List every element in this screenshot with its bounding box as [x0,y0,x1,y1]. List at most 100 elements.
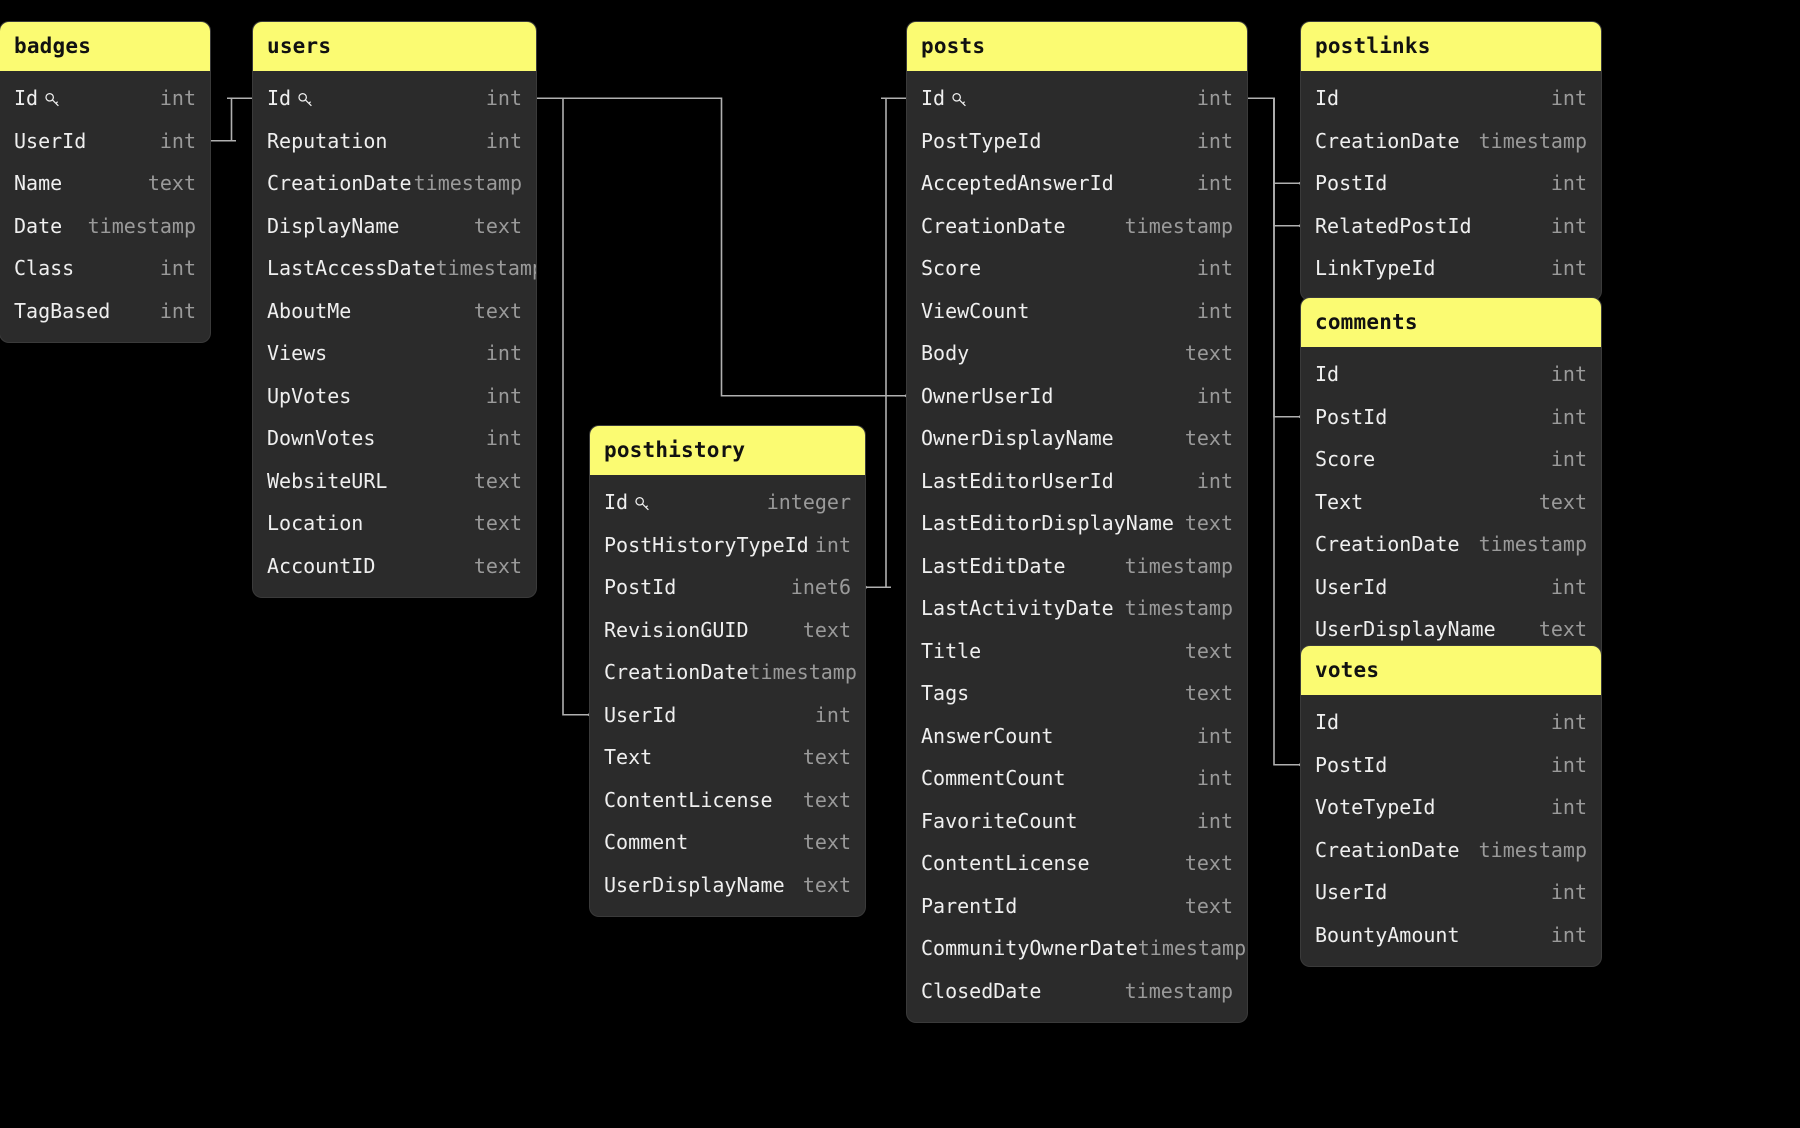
table-header-votes[interactable]: votes [1301,646,1601,695]
table-header-posts[interactable]: posts [907,22,1247,71]
table-header-postlinks[interactable]: postlinks [1301,22,1601,71]
column-name: PostTypeId [921,128,1042,153]
column-type: int [1550,213,1587,238]
column-type: timestamp [1124,596,1233,621]
table-header-comments[interactable]: comments [1301,298,1601,347]
column-type: text [473,298,522,323]
column-name: Text [1315,489,1364,514]
column-type: timestamp [435,256,536,281]
table-header-posthistory[interactable]: posthistory [590,426,865,475]
column-type: int [159,256,196,281]
column-name: UserId [1315,880,1388,905]
column-type: int [814,532,851,557]
column-type: int [1550,574,1587,599]
table-header-badges[interactable]: badges [0,22,210,71]
column-type: timestamp [413,171,522,196]
column-type: text [473,553,522,578]
column-type: text [1184,638,1233,663]
column-name: ContentLicense [921,851,1090,876]
table-header-users[interactable]: users [253,22,536,71]
column-type: text [1184,681,1233,706]
column-name: ClosedDate [921,978,1042,1003]
